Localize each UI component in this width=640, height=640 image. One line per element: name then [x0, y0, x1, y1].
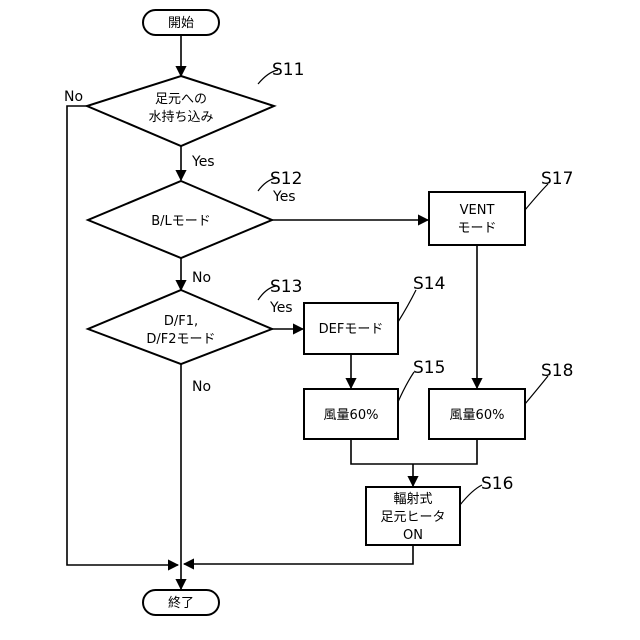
decision-s12: B/Lモード [88, 181, 272, 258]
decision-s11-line1: 足元への [155, 92, 207, 107]
start-terminal: 開始 [143, 10, 219, 35]
process-s18: 風量60% [429, 389, 525, 439]
step-id-s13: S13 [270, 277, 302, 297]
process-s16-line3: ON [403, 528, 423, 543]
end-label: 終了 [168, 595, 194, 611]
step-id-s12: S12 [270, 169, 302, 189]
decision-s11: 足元への 水持ち込み [87, 76, 274, 146]
decision-s13-line1: D/F1, [164, 314, 198, 329]
step-id-s15: S15 [413, 358, 445, 378]
process-s14: DEFモード [304, 303, 398, 354]
s14-leader [398, 290, 416, 322]
s13-no-label: No [192, 379, 211, 395]
s11-no-label: No [64, 89, 83, 105]
process-s17-line1: VENT [460, 203, 495, 218]
s12-no-label: No [192, 270, 211, 286]
step-id-s18: S18 [541, 361, 573, 381]
line-s15-to-merge [351, 439, 477, 464]
process-s18-line1: 風量60% [450, 408, 505, 423]
s16-leader [460, 485, 482, 505]
process-s17-shape [429, 192, 525, 245]
start-label: 開始 [168, 16, 194, 31]
end-terminal: 終了 [143, 590, 219, 615]
s12-yes-label: Yes [272, 189, 296, 205]
decision-s13-line2: D/F2モード [146, 332, 215, 347]
process-s15-line1: 風量60% [324, 408, 379, 423]
process-s15: 風量60% [304, 389, 398, 439]
decision-s13: D/F1, D/F2モード [88, 290, 272, 364]
decision-s11-line2: 水持ち込み [148, 110, 213, 125]
s13-yes-label: Yes [269, 300, 293, 316]
step-id-s17: S17 [541, 169, 573, 189]
step-id-s11: S11 [272, 60, 304, 80]
step-id-s16: S16 [481, 474, 513, 494]
decision-s12-line1: B/Lモード [151, 214, 211, 229]
process-s17: VENT モード [429, 192, 525, 245]
process-s14-line1: DEFモード [319, 322, 384, 337]
arrow-s16-to-end [184, 545, 413, 564]
process-s17-line2: モード [457, 221, 496, 236]
step-id-s14: S14 [413, 274, 445, 294]
process-s16-line1: 輻射式 [393, 491, 432, 507]
process-s16: 輻射式 足元ヒータ ON [366, 487, 460, 545]
s11-yes-label: Yes [191, 154, 215, 170]
process-s16-line2: 足元ヒータ [380, 510, 445, 525]
s15-leader [398, 372, 414, 402]
